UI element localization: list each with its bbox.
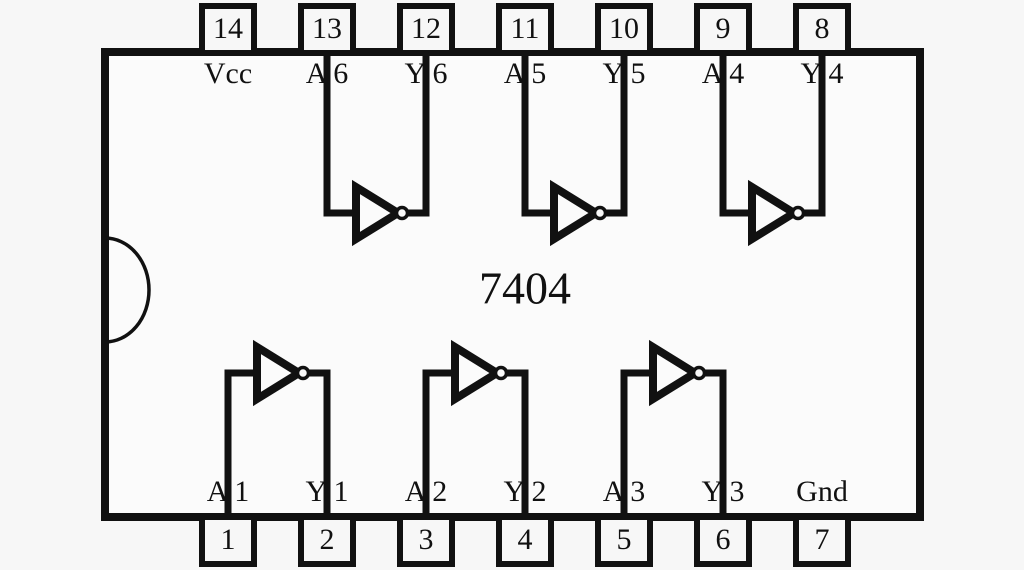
signal-label-y3: Y 3 [701,475,744,508]
top-signal-labels: Vcc A 6 Y 6 A 5 Y 5 A 4 Y 4 [204,57,844,90]
pin-number: 12 [411,12,441,45]
semicircle-notch-icon [104,236,151,344]
top-pin-row: 14 13 12 11 10 9 [199,3,851,56]
pin-13[interactable]: 13 [298,3,356,56]
pin-number: 9 [716,12,731,45]
pin-number: 3 [419,523,434,556]
pin-number: 8 [815,12,830,45]
inverter-bubble-icon [493,365,509,381]
inverter-bubble-icon [394,205,410,221]
signal-label-y4: Y 4 [800,57,843,90]
signal-label-a4: A 4 [702,57,745,90]
inverter-bubble-icon [790,205,806,221]
signal-label-vcc: Vcc [204,57,252,90]
pin-2[interactable]: 2 [298,514,356,567]
signal-label-y5: Y 5 [602,57,645,90]
chip-body [101,48,924,521]
pin-number: 14 [213,12,243,45]
signal-label-a5: A 5 [504,57,547,90]
gate-inverter-4[interactable] [719,52,826,247]
pin-1[interactable]: 1 [199,514,257,567]
pin-6[interactable]: 6 [694,514,752,567]
signal-label-y6: Y 6 [404,57,447,90]
pin-number: 1 [221,523,236,556]
gate-inverter-2[interactable] [422,339,529,517]
pin-8[interactable]: 8 [793,3,851,56]
bottom-pin-row: 1 2 3 4 5 6 7 [199,514,851,567]
pin-7[interactable]: 7 [793,514,851,567]
pin-3[interactable]: 3 [397,514,455,567]
pin-14[interactable]: 14 [199,3,257,56]
signal-label-a6: A 6 [306,57,349,90]
signal-label-gnd: Gnd [796,475,848,508]
pin-12[interactable]: 12 [397,3,455,56]
signal-label-a1: A 1 [207,475,250,508]
pin-11[interactable]: 11 [496,3,554,56]
gate-inverter-5[interactable] [521,52,628,247]
pin-number: 7 [815,523,830,556]
pin-9[interactable]: 9 [694,3,752,56]
signal-label-a2: A 2 [405,475,448,508]
pin-number: 5 [617,523,632,556]
pin-number: 2 [320,523,335,556]
signal-label-a3: A 3 [603,475,646,508]
signal-label-y2: Y 2 [503,475,546,508]
pin-number: 6 [716,523,731,556]
gate-inverter-6[interactable] [323,52,430,247]
chip-name-label: 7404 [479,263,571,314]
pin-number: 4 [518,523,533,556]
pin-5[interactable]: 5 [595,514,653,567]
pin-number: 11 [511,12,540,45]
inverter-bubble-icon [691,365,707,381]
pin-10[interactable]: 10 [595,3,653,56]
inverter-bubble-icon [592,205,608,221]
gate-inverter-3[interactable] [620,339,727,517]
bottom-signal-labels: A 1 Y 1 A 2 Y 2 A 3 Y 3 Gnd [207,475,848,508]
inverter-bubble-icon [295,365,311,381]
pin-number: 10 [609,12,639,45]
pin-4[interactable]: 4 [496,514,554,567]
signal-label-y1: Y 1 [305,475,348,508]
gate-inverter-1[interactable] [224,339,331,517]
pin-number: 13 [312,12,342,45]
